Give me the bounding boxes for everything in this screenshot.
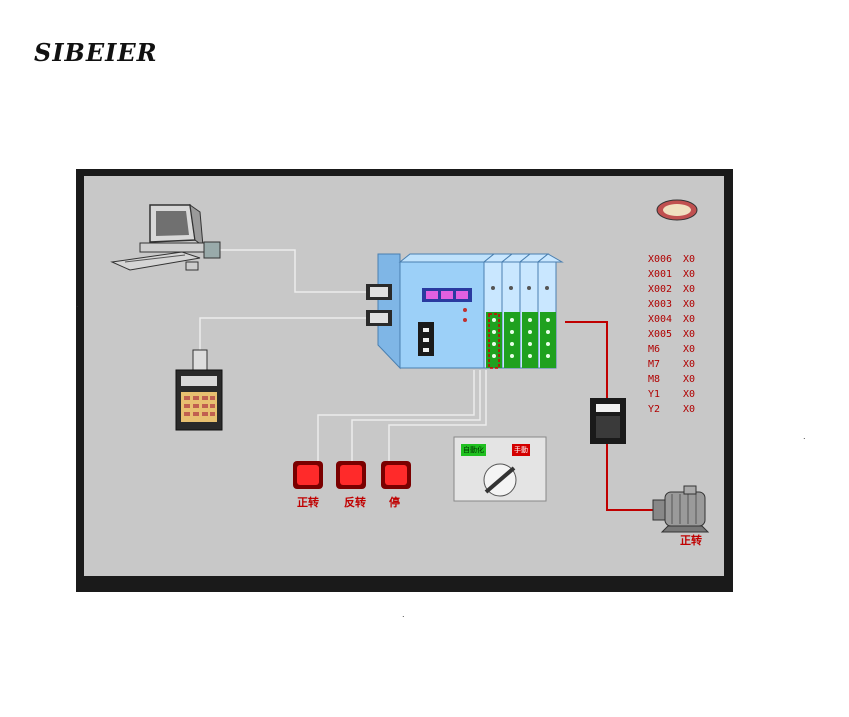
stray-mark: . bbox=[402, 610, 405, 619]
io-value: X0 bbox=[683, 254, 696, 265]
brand-logo-text: SIBEIER bbox=[34, 38, 158, 67]
io-address: X005 bbox=[648, 329, 673, 340]
io-value: X0 bbox=[683, 329, 696, 340]
forward-button-label: 正转 bbox=[297, 496, 319, 509]
io-value: X0 bbox=[683, 299, 696, 310]
io-address: M8 bbox=[648, 374, 661, 385]
io-address: X006 bbox=[648, 254, 673, 265]
io-value: X0 bbox=[683, 389, 696, 400]
stop-button-graphic bbox=[381, 461, 411, 489]
io-value: X0 bbox=[683, 374, 696, 385]
io-address: Y2 bbox=[648, 404, 661, 415]
io-value: X0 bbox=[683, 344, 696, 355]
badge-logo-icon bbox=[656, 199, 698, 221]
stray-mark: . bbox=[76, 300, 79, 309]
io-address: X003 bbox=[648, 299, 673, 310]
io-address: M7 bbox=[648, 359, 661, 370]
io-value: X0 bbox=[683, 359, 696, 370]
forward-button-graphic bbox=[293, 461, 323, 489]
reverse-button-graphic bbox=[336, 461, 366, 489]
io-value: X0 bbox=[683, 284, 696, 295]
io-value: X0 bbox=[683, 314, 696, 325]
motor-label: 正转 bbox=[680, 534, 702, 547]
io-address: Y1 bbox=[648, 389, 661, 400]
contactor-icon bbox=[590, 398, 626, 444]
output-wire bbox=[565, 321, 655, 511]
motor-icon bbox=[652, 485, 710, 533]
signal-wires bbox=[199, 249, 487, 462]
io-address: X004 bbox=[648, 314, 673, 325]
io-terminal-block bbox=[486, 312, 556, 369]
io-address: M6 bbox=[648, 344, 661, 355]
auto-mode-tag: 自動化 bbox=[461, 444, 486, 456]
io-value: X0 bbox=[683, 404, 696, 415]
stop-button-label: 停 bbox=[389, 496, 400, 509]
manual-mode-tag: 手動 bbox=[512, 444, 530, 456]
stray-mark: . bbox=[803, 432, 806, 441]
io-address: X001 bbox=[648, 269, 673, 280]
io-value: X0 bbox=[683, 269, 696, 280]
io-address: X002 bbox=[648, 284, 673, 295]
handheld-programmer-icon bbox=[175, 349, 223, 431]
computer-icon bbox=[110, 203, 221, 271]
reverse-button-label: 反转 bbox=[344, 496, 366, 509]
